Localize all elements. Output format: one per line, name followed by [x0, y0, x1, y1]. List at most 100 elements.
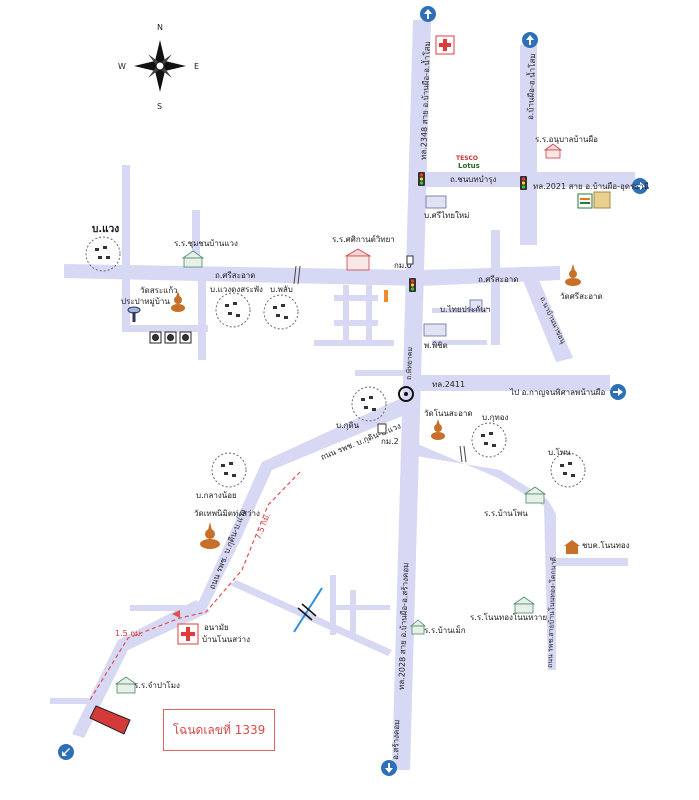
land-plot-icon [89, 705, 131, 735]
traffic-light-icon [418, 172, 425, 186]
overpass-marks [293, 265, 467, 463]
village-icon [215, 292, 251, 328]
label-school-japamong: ร.ร.จำปาโมง [134, 680, 180, 690]
orange-marker [384, 290, 388, 302]
bottom-grid-1 [330, 575, 336, 635]
label-km0: กม.0 [394, 261, 412, 270]
grid-road-6 [432, 308, 487, 313]
chonbot-road [420, 172, 635, 187]
health-center-icon [177, 623, 199, 645]
compass-e: E [194, 62, 199, 71]
school-icon [181, 250, 205, 268]
compass-rose: N S E W [118, 23, 199, 111]
label-ban-phaboi: บ.พลับ [270, 285, 293, 294]
building-icon [425, 195, 447, 209]
label-srisaat-west: ถ.ศรีสะอาด [215, 271, 255, 280]
compass-w: W [118, 62, 126, 71]
building-icon [423, 323, 447, 337]
school-icon [512, 596, 536, 614]
hw2411-road [412, 375, 610, 391]
kudin-village-road [355, 370, 405, 376]
lotus-logo: Lotus [458, 162, 480, 170]
left-horizontal-road [122, 325, 208, 332]
temple-icon [431, 419, 445, 440]
village-icon [263, 294, 299, 330]
arrow-right-north-icon [522, 32, 538, 48]
label-school-phon: ร.ร.บ้านโพน [484, 508, 528, 518]
label-hw2411: ทล.2411 [432, 380, 465, 389]
label-km2: กม.2 [381, 437, 399, 446]
arrow-south-icon [381, 760, 397, 776]
bottom-grid-4 [130, 605, 200, 611]
village-icon [85, 236, 121, 272]
traffic-light-icon [520, 176, 527, 190]
label-south-bottom: อ.สร้างคอม [391, 719, 401, 760]
label-wat-thep: วัดเทพนิมิตทุ่งสว่าง [194, 509, 260, 518]
label-hw2021: ทล.2021 สาย อ.บ้านผือ-อุดรธานี [533, 182, 650, 191]
village-clusters [85, 236, 586, 488]
village-icon [211, 452, 247, 488]
school-icon [114, 676, 138, 694]
nonthong-road [556, 558, 628, 566]
grid-road-7 [432, 340, 487, 345]
temple-icon [200, 522, 220, 549]
label-sritai: บ.ศรีไทยใหม่ [424, 211, 469, 220]
km-post-icon [406, 255, 414, 265]
km-post-icons [377, 255, 414, 434]
temple-icons [171, 264, 581, 554]
traffic-light-icons [398, 172, 527, 402]
school-icons [114, 143, 563, 694]
label-prapa: ประปาหมู่บ้าน [121, 297, 170, 307]
grid-road-4 [366, 285, 372, 345]
label-ban-kudin: บ.กุดิน [336, 421, 360, 430]
thai-prakan-road [491, 230, 500, 345]
label-to-phanna: ไป อ.กาญจนพิศาลพน้านผือ [509, 388, 605, 397]
km-post-icon [377, 423, 387, 434]
direction-arrows [58, 6, 648, 776]
label-ban-kuthong: บ.กุทอง [482, 413, 509, 422]
label-school-waeng: ร.ร.ชุมชนบ้านแวง [174, 239, 238, 248]
main-road-north-south [392, 20, 431, 770]
village-icon [550, 452, 586, 488]
label-ban-phon: บ.โพน [548, 447, 571, 457]
label-rural-right: ถนน รพช.สายบ้านโนนทอง-โคกนาดี [545, 557, 558, 668]
building-icons [423, 195, 483, 337]
label-srisaat-east: ถ.ศรีสะอาด [478, 275, 518, 284]
left-vertical-road-2 [192, 210, 200, 275]
label-school-banmak: ร.ร.บ้านเม็ก [424, 625, 466, 635]
label-pittayakom: ถ.พิทยาคม [405, 347, 414, 380]
label-thai-prakan: บ.ไทยประกันฯ [440, 305, 490, 314]
wat-srisaat-road [522, 278, 573, 362]
route-dashed-line [89, 471, 301, 701]
bridge-icon [297, 603, 317, 621]
canal-road [230, 580, 392, 656]
label-ban-waengdong: บ.แวงดงสระพัง [210, 285, 263, 294]
temple-icon [564, 540, 580, 554]
label-right-north: อ.บ้านผือ-อ.น้ำโสม [524, 53, 537, 120]
label-wat-srakaeo: วัดสระแก้ว [140, 286, 178, 295]
left-vertical-road-3 [198, 280, 206, 360]
left-vertical-road [122, 165, 130, 330]
arrow-north-icon [420, 6, 436, 22]
label-school-nonthong: ร.ร.โนนทองโนนหวาย [470, 612, 547, 622]
srisaat-road [64, 264, 560, 286]
bottom-grid-2 [350, 590, 356, 635]
bottom-grid-3 [335, 605, 390, 610]
place-labels: บ.แวง ร.ร.ชุมชนบ้านแวง วัดสระแก้ว ประปาห… [92, 135, 630, 690]
label-dist-15: 1.5 กม. [115, 629, 143, 638]
arrow-east-2021-icon [632, 178, 648, 194]
compass-n: N [157, 23, 163, 32]
village-icon [471, 422, 507, 458]
label-health-center: อนามัย [204, 623, 229, 632]
hospital-icon [435, 35, 455, 55]
arrow-southwest-icon [58, 744, 74, 760]
temple-icon [171, 291, 185, 312]
phon-road [408, 440, 556, 670]
deed-number-box: โฉนดเลขที่ 1339 [163, 709, 275, 751]
kudin-road [194, 395, 412, 612]
label-wat-srisaat: วัดศรีสะอาด [560, 292, 603, 301]
bottom-left-road [50, 698, 95, 704]
right-north-road [520, 45, 537, 245]
label-nonthong-temple: ชบค.โนนทอง [582, 540, 630, 550]
